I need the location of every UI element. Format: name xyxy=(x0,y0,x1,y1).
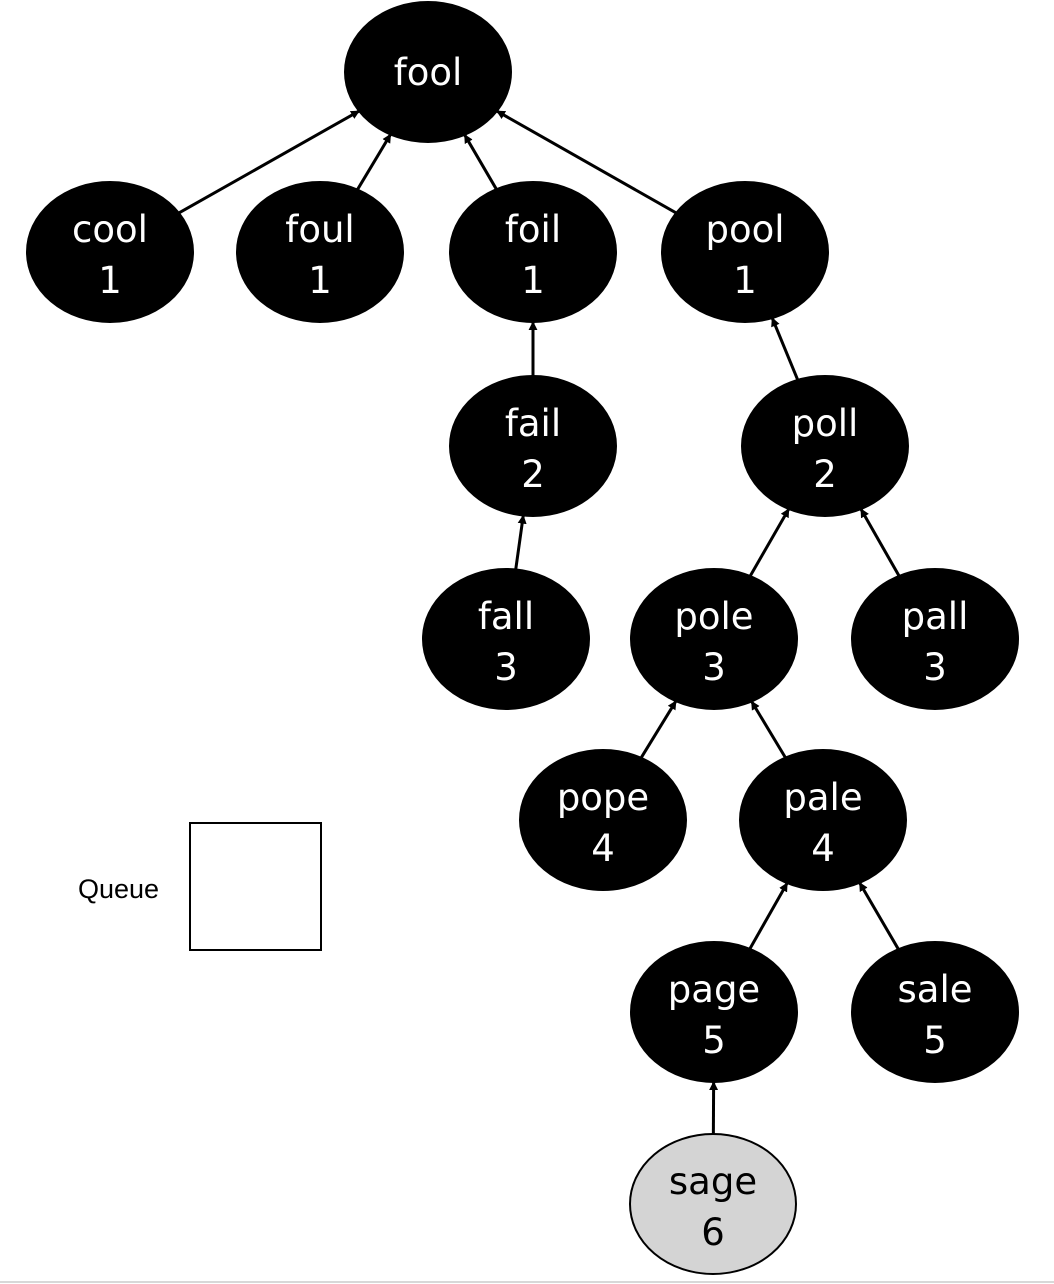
edges xyxy=(178,109,901,1135)
edge-page-to-pale xyxy=(748,882,789,950)
node-foul: foul 1 xyxy=(236,181,404,323)
node-fool: fool xyxy=(344,1,512,143)
node-fall: fall 3 xyxy=(422,568,590,710)
node-poll: poll 2 xyxy=(741,375,909,517)
node-sale: sale 5 xyxy=(851,941,1019,1083)
node-ellipse xyxy=(422,568,590,710)
node-level: 5 xyxy=(923,1019,947,1062)
node-word: poll xyxy=(792,402,859,445)
node-level: 1 xyxy=(521,259,545,302)
edge-pale-to-pole xyxy=(750,700,787,759)
node-word: foul xyxy=(285,208,354,251)
node-word: cool xyxy=(72,208,148,251)
edge-sale-to-pale xyxy=(858,882,900,950)
node-pope: pope 4 xyxy=(519,749,687,891)
node-ellipse xyxy=(851,568,1019,710)
node-cool: cool 1 xyxy=(26,181,194,323)
node-level: 5 xyxy=(702,1019,726,1062)
edge-pall-to-poll xyxy=(859,508,901,577)
node-ellipse xyxy=(26,181,194,323)
node-ellipse xyxy=(449,375,617,517)
node-word: pall xyxy=(902,595,969,638)
node-word: sage xyxy=(669,1160,757,1203)
node-page: page 5 xyxy=(630,941,798,1083)
node-ellipse xyxy=(851,941,1019,1083)
edge-cool-to-fool xyxy=(178,109,360,215)
node-foil: foil 1 xyxy=(449,181,617,323)
edge-pool-to-fool xyxy=(496,109,677,215)
node-word: pole xyxy=(674,595,753,638)
node-level: 3 xyxy=(923,646,947,689)
node-word: sale xyxy=(898,968,973,1011)
node-ellipse xyxy=(661,181,829,323)
node-level: 3 xyxy=(702,646,726,689)
node-fail: fail 2 xyxy=(449,375,617,517)
node-pall: pall 3 xyxy=(851,568,1019,710)
node-ellipse xyxy=(739,749,907,891)
node-pole: pole 3 xyxy=(630,568,798,710)
node-level: 4 xyxy=(591,827,615,870)
node-level: 4 xyxy=(811,827,835,870)
node-ellipse xyxy=(741,375,909,517)
node-ellipse xyxy=(630,941,798,1083)
node-ellipse xyxy=(344,1,512,143)
queue-box xyxy=(189,822,322,951)
queue-label: Queue xyxy=(78,874,159,904)
bottom-divider xyxy=(0,1281,1054,1283)
node-pale: pale 4 xyxy=(739,749,907,891)
edge-poll-to-pool xyxy=(770,317,800,381)
node-pool: pool 1 xyxy=(661,181,829,323)
node-sage: sage 6 xyxy=(629,1133,797,1275)
node-ellipse xyxy=(449,181,617,323)
node-level: 1 xyxy=(98,259,122,302)
node-ellipse xyxy=(630,568,798,710)
node-word: pool xyxy=(705,208,784,251)
node-word: pope xyxy=(557,776,649,819)
edge-fall-to-fail xyxy=(514,514,527,570)
node-level: 6 xyxy=(701,1211,725,1254)
node-level: 3 xyxy=(494,646,518,689)
node-ellipse xyxy=(519,749,687,891)
node-level: 2 xyxy=(521,453,545,496)
node-level: 1 xyxy=(308,259,332,302)
edge-foul-to-fool xyxy=(356,133,392,191)
nodes: foolcool1foul1foil1pool1fail2poll2fall3p… xyxy=(26,1,1019,1275)
node-ellipse xyxy=(236,181,404,323)
edge-pope-to-pole xyxy=(639,700,678,759)
node-word: fail xyxy=(505,402,561,445)
node-word: fool xyxy=(394,51,463,94)
node-word: pale xyxy=(783,776,862,819)
queue: Queue xyxy=(78,822,322,951)
edge-foil-to-fool xyxy=(463,134,498,190)
node-word: foil xyxy=(505,208,561,251)
edge-pole-to-poll xyxy=(748,508,791,577)
node-ellipse xyxy=(629,1133,797,1275)
node-level: 2 xyxy=(813,453,837,496)
node-level: 1 xyxy=(733,259,757,302)
node-word: page xyxy=(668,968,760,1011)
node-word: fall xyxy=(478,595,534,638)
